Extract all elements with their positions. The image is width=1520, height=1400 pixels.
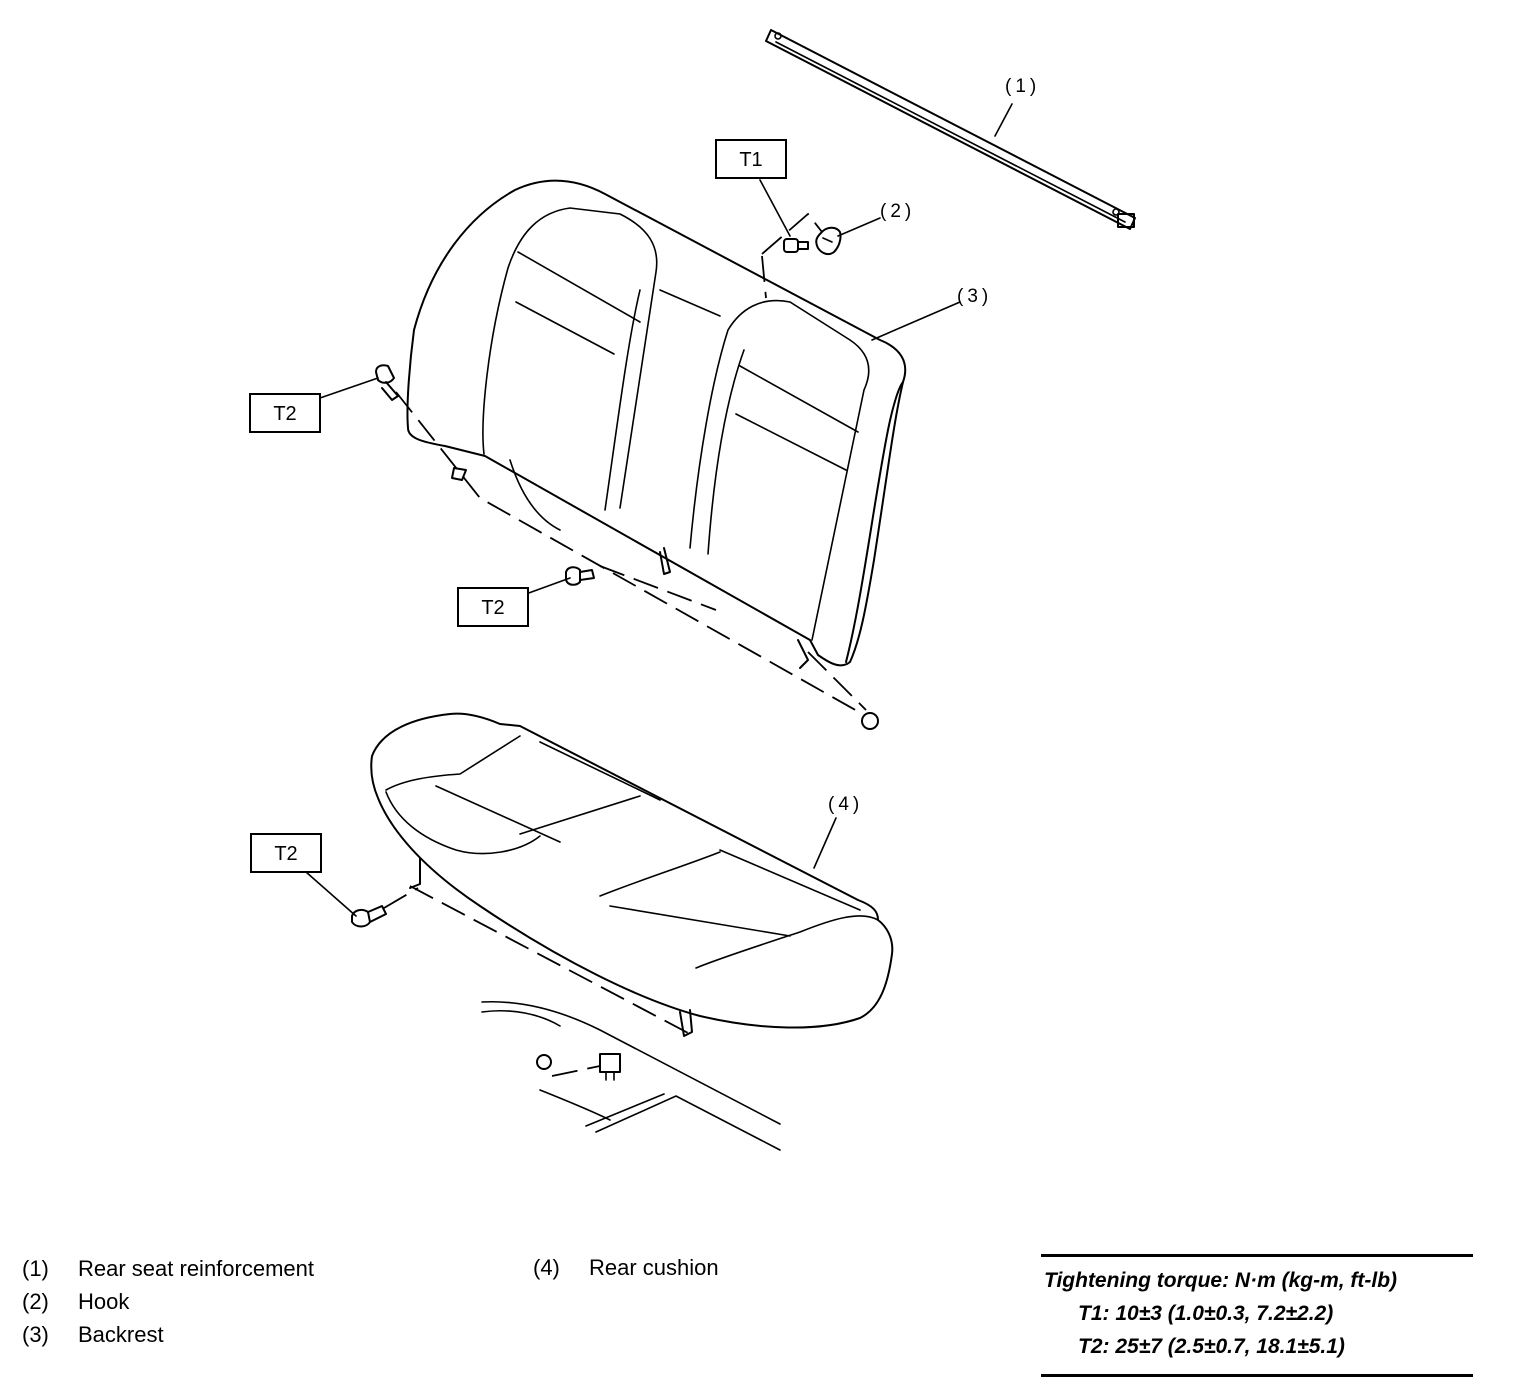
leader-lines — [305, 103, 1013, 917]
torque-box-t1: T1 — [715, 139, 787, 179]
callout-2: (2) — [880, 201, 915, 222]
parts-legend-right: (4) Rear cushion — [533, 1251, 719, 1284]
seat-exploded-diagram: (1) (2) (3) (4) T1 T2 T2 T2 — [249, 29, 1136, 1151]
legend-item: (4) Rear cushion — [533, 1251, 719, 1284]
legend-number: (3) — [22, 1322, 49, 1347]
torque-box-t2-label: T2 — [273, 403, 296, 425]
hook-part — [761, 212, 842, 299]
legend-label: Rear seat reinforcement — [78, 1256, 314, 1281]
torque-box-t2-backrest-left: T2 — [249, 393, 321, 433]
backrest-part — [395, 179, 907, 730]
callout-3: (3) — [957, 286, 992, 307]
cushion-bolt — [351, 887, 419, 928]
torque-box-t2-backrest-bottom: T2 — [457, 587, 529, 627]
legend-label: Rear cushion — [589, 1255, 719, 1280]
torque-value-t2: T2: 25±7 (2.5±0.7, 18.1±5.1) — [1078, 1335, 1345, 1358]
torque-box-t1-label: T1 — [739, 149, 762, 171]
callout-4: (4) — [828, 794, 863, 815]
rear-cushion-part — [370, 712, 894, 1037]
callout-1: (1) — [1005, 76, 1040, 97]
torque-box-t2-label: T2 — [274, 843, 297, 865]
torque-box-t2-label: T2 — [481, 597, 504, 619]
legend-label: Backrest — [78, 1322, 164, 1347]
tightening-torque-spec: Tightening torque: N·m (kg-m, ft-lb) T1:… — [1041, 1254, 1473, 1377]
legend-item: (3) Backrest — [22, 1318, 314, 1351]
legend-item: (1) Rear seat reinforcement — [22, 1252, 314, 1285]
legend-number: (4) — [533, 1255, 560, 1280]
backrest-bolts — [375, 364, 595, 586]
rear-seat-reinforcement-part — [765, 29, 1136, 230]
legend-item: (2) Hook — [22, 1285, 314, 1318]
legend-label: Hook — [78, 1289, 130, 1314]
torque-box-t2-cushion: T2 — [250, 833, 322, 873]
floor-outline — [481, 1000, 781, 1151]
parts-legend-left: (1) Rear seat reinforcement (2) Hook (3)… — [22, 1252, 314, 1351]
legend-number: (2) — [22, 1289, 49, 1314]
legend-number: (1) — [22, 1256, 49, 1281]
torque-value-t1: T1: 10±3 (1.0±0.3, 7.2±2.2) — [1078, 1302, 1334, 1325]
torque-heading: Tightening torque: N·m (kg-m, ft-lb) — [1044, 1269, 1398, 1292]
